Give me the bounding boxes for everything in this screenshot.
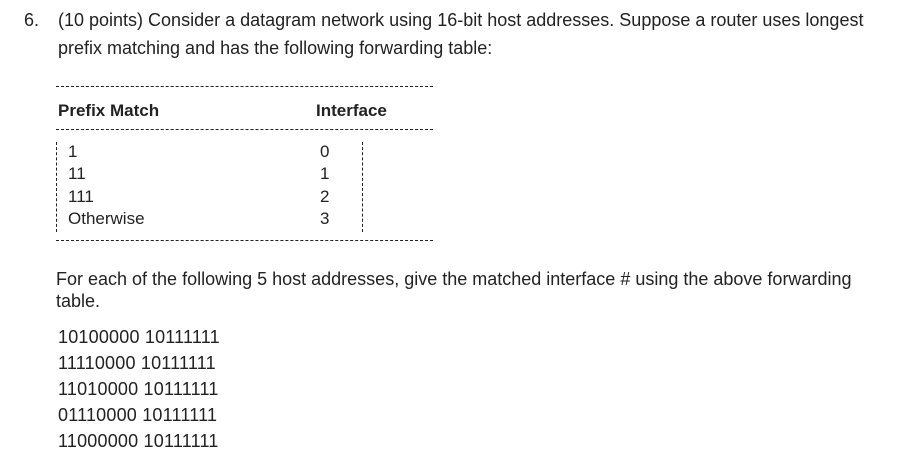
- question-block: 6. (10 points) Consider a datagram netwo…: [24, 0, 904, 62]
- question-text: (10 points) Consider a datagram network …: [58, 10, 864, 58]
- header-prefix-match: Prefix Match: [58, 101, 160, 120]
- table-row: Otherwise 3: [56, 209, 433, 231]
- row-interface: 2: [320, 187, 330, 206]
- table-row: 11 1: [56, 164, 433, 186]
- row-prefix: 111: [68, 187, 94, 206]
- host-address: 01110000 10111111: [58, 405, 218, 425]
- host-address: 11000000 10111111: [58, 431, 219, 451]
- row-prefix: Otherwise: [68, 209, 145, 228]
- table-left-rule: [56, 142, 57, 232]
- table-row: 1 0: [56, 142, 433, 164]
- row-interface: 0: [320, 142, 330, 161]
- instructions-text: For each of the following 5 host address…: [56, 269, 852, 311]
- forwarding-table: Prefix Match Interface 1 0 11 1 111 2 Ot…: [56, 86, 433, 241]
- table-row: 111 2: [56, 187, 433, 209]
- host-address: 11110000 10111111: [58, 353, 216, 373]
- table-bottom-rule: [56, 240, 433, 241]
- table-top-rule: [56, 86, 433, 87]
- row-interface: 1: [320, 164, 330, 183]
- question-header: 6. (10 points) Consider a datagram netwo…: [24, 6, 904, 62]
- row-interface: 3: [320, 209, 330, 228]
- host-address: 10100000 10111111: [58, 327, 220, 347]
- row-prefix: 1: [68, 142, 78, 161]
- host-address: 11010000 10111111: [58, 379, 219, 399]
- header-interface: Interface: [316, 101, 387, 120]
- table-header: Prefix Match Interface: [56, 87, 433, 129]
- table-interface-rule: [362, 142, 363, 232]
- row-prefix: 11: [68, 164, 86, 183]
- table-header-rule: [56, 129, 433, 130]
- address-list: 10100000 10111111 11110000 10111111 1101…: [58, 324, 220, 454]
- table-body: 1 0 11 1 111 2 Otherwise 3: [56, 130, 433, 240]
- question-number: 6.: [24, 10, 40, 30]
